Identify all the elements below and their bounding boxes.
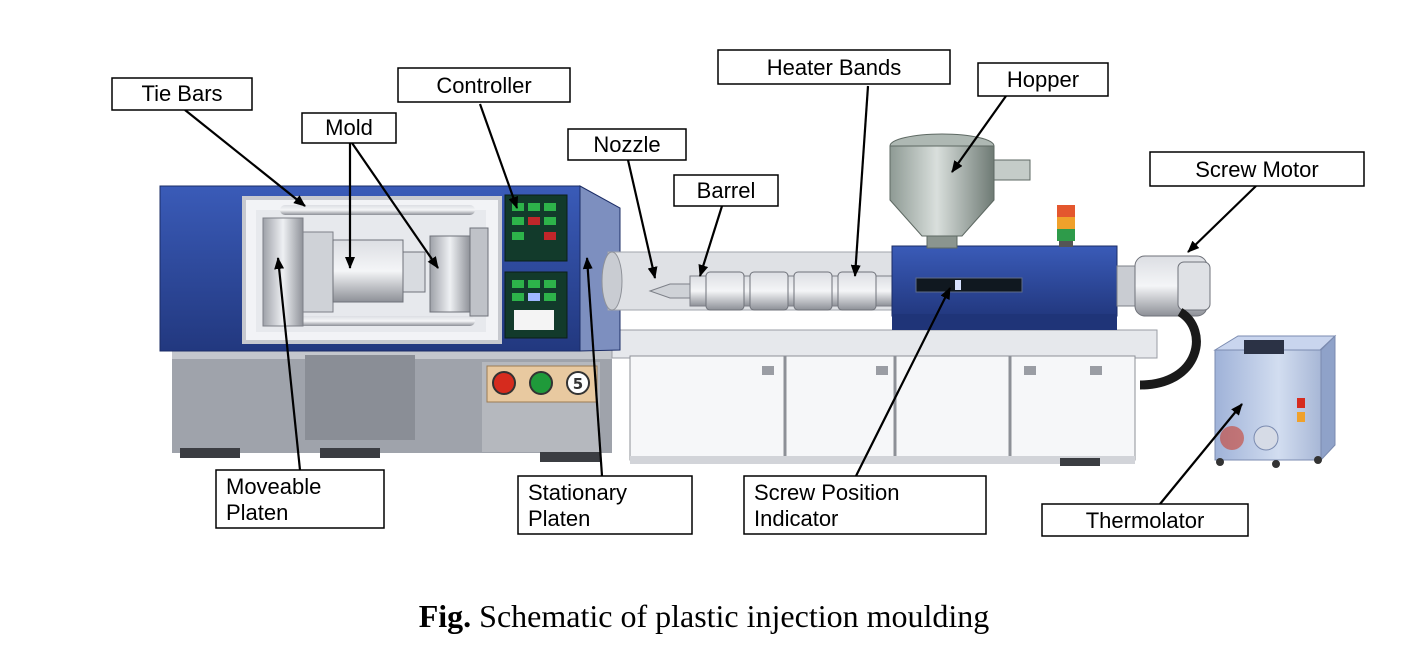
label-stationary-platen-line2: Platen (528, 506, 590, 531)
mold (332, 235, 471, 313)
barrel-arrow (698, 205, 724, 277)
label-moveable-platen-line1: Moveable (226, 474, 321, 499)
leader-arrows (184, 85, 1257, 505)
label-barrel-text: Barrel (697, 178, 756, 203)
label-tie-bars: Tie Bars (111, 77, 253, 111)
label-nozzle: Nozzle (567, 128, 687, 161)
hopper-arrow (951, 95, 1007, 173)
moveable-platen (262, 217, 334, 327)
nozzle-arrow (626, 159, 658, 279)
screw-motor (1116, 255, 1211, 317)
label-thermolator-text: Thermolator (1086, 508, 1205, 533)
label-barrel: Barrel (673, 174, 779, 207)
label-screw-motor: Screw Motor (1149, 151, 1365, 187)
heater-bands (705, 271, 877, 311)
label-mold: Mold (301, 112, 397, 144)
label-thermolator: Thermolator (1041, 503, 1249, 537)
label-screw-position-line2: Indicator (754, 506, 838, 531)
controller-arrow (478, 103, 519, 209)
thermolator-arrow (1159, 403, 1243, 505)
label-hopper-text: Hopper (1007, 67, 1079, 92)
caption-prefix: Fig. (418, 598, 472, 634)
svg-text:5: 5 (573, 375, 583, 393)
moveable-platen-arrow (274, 257, 302, 471)
label-stationary-platen-line1: Stationary (528, 480, 627, 505)
label-nozzle-text: Nozzle (593, 132, 660, 157)
signal-light (1057, 205, 1075, 247)
controller-panel (504, 194, 568, 339)
label-screw-position-indicator: Screw Position Indicator (743, 475, 987, 535)
hopper (889, 133, 1031, 249)
label-screw-position-line1: Screw Position (754, 480, 900, 505)
label-screw-motor-text: Screw Motor (1195, 157, 1318, 182)
figure-caption: Fig. Schematic of plastic injection moul… (0, 598, 1408, 635)
screw-motor-arrow (1187, 185, 1257, 253)
label-tie-bars-text: Tie Bars (141, 81, 222, 106)
label-controller-text: Controller (436, 73, 531, 98)
injection-cabinet (611, 329, 1158, 466)
screw-position-arrow (855, 287, 951, 477)
label-heater-bands: Heater Bands (717, 49, 951, 85)
injection-carriage (891, 245, 1118, 330)
tie-bars-arrow (184, 109, 306, 207)
label-stationary-platen: Stationary Platen (517, 475, 693, 535)
label-moveable-platen-line2: Platen (226, 500, 288, 525)
caption-text: Schematic of plastic injection moulding (471, 598, 990, 634)
label-controller: Controller (397, 67, 571, 103)
stationary-platen-arrow (582, 257, 604, 477)
label-heater-bands-text: Heater Bands (767, 55, 902, 80)
label-mold-text: Mold (325, 115, 373, 140)
tie-bars (280, 205, 475, 326)
heater-bands-arrow (850, 85, 870, 277)
label-hopper: Hopper (977, 62, 1109, 97)
button-panel: 5 (482, 362, 600, 452)
mold-arrow-right (351, 142, 439, 269)
stationary-platen-block (469, 227, 489, 317)
hose (1139, 308, 1201, 390)
label-moveable-platen: Moveable Platen (215, 469, 385, 529)
thermolator (1213, 334, 1337, 468)
